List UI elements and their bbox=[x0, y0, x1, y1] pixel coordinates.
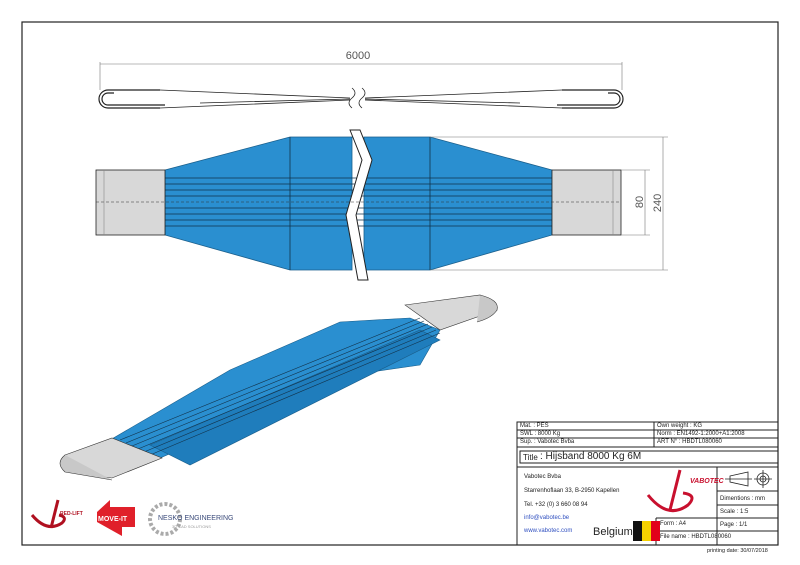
title-block-grid bbox=[516, 421, 779, 546]
printing-date: printing date: 30/07/2018 bbox=[707, 548, 768, 554]
side-view bbox=[98, 87, 624, 109]
nesko-logo-text: NESKO ENGINEERING bbox=[158, 515, 233, 522]
vabotec-logo-text: VABOTEC bbox=[690, 478, 725, 485]
country: Belgium bbox=[593, 526, 633, 538]
plan-view bbox=[95, 129, 622, 281]
red-lift-logo bbox=[30, 499, 66, 529]
title-label: Title bbox=[523, 453, 538, 462]
move-it-logo bbox=[97, 500, 135, 536]
norm: Norm : EN1492-1:2000+A1:2008 bbox=[657, 431, 745, 437]
own-weight: Own weight : KG bbox=[657, 423, 703, 429]
supplier: Sup. : Vabotec Bvba bbox=[520, 439, 575, 445]
red-lift-logo-text: RED-LIFT bbox=[60, 511, 83, 517]
company-phone: Tel. +32 (0) 3 660 08 94 bbox=[524, 502, 588, 508]
material: Mat. : PES bbox=[520, 423, 549, 429]
outer-width-label: 240 bbox=[652, 194, 664, 212]
company-email[interactable]: info@vabotec.be bbox=[524, 515, 570, 521]
isometric-view bbox=[59, 294, 498, 481]
company-website[interactable]: www.vabotec.com bbox=[524, 528, 573, 534]
nesko-logo-sub: 3D CAD SOLUTIONS bbox=[172, 524, 211, 529]
length-dim-label: 6000 bbox=[346, 50, 370, 62]
vabotec-logo bbox=[646, 469, 694, 513]
file-name: File name : HBDTL080060 bbox=[660, 534, 732, 540]
drawing-title: : Hijsband 8000 Kg 6M bbox=[540, 451, 642, 462]
swl: SWL : 8000 Kg bbox=[520, 431, 561, 437]
page-number: Page : 1/1 bbox=[720, 522, 748, 528]
form-size: Form : A4 bbox=[660, 521, 687, 527]
sheet-border bbox=[21, 21, 779, 546]
company-name: Vabotec Bvba bbox=[524, 474, 561, 480]
move-it-logo-text: MOVE-IT bbox=[98, 516, 128, 523]
inner-width-label: 80 bbox=[634, 196, 646, 208]
company-address: Starrenhoflaan 33, B-2950 Kapellen bbox=[524, 488, 620, 494]
width-dimensions bbox=[430, 136, 668, 271]
dimensions-unit: Dimentions : mm bbox=[720, 496, 766, 502]
projection-symbol-icon bbox=[725, 470, 772, 488]
length-dimension bbox=[99, 62, 623, 90]
article-number: ART N° : HBDTL080060 bbox=[657, 439, 722, 445]
flag-belgium bbox=[633, 521, 660, 541]
nesko-gear-icon bbox=[148, 502, 182, 536]
scale: Scale : 1:5 bbox=[720, 509, 749, 515]
